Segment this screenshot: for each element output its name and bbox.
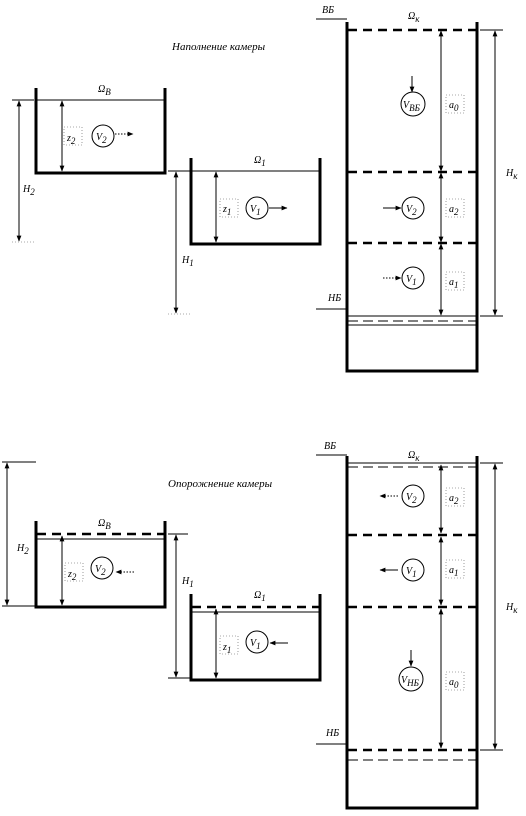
z1-label-box	[219, 198, 239, 218]
a2-label-box	[445, 487, 465, 507]
a0-label: a0	[449, 677, 459, 690]
v1-lock-label: V1	[406, 274, 417, 287]
v2-lock-volume-circle	[401, 484, 425, 508]
a1-label: a1	[449, 277, 459, 290]
filling-upper-chamber: ΩВ z2 V2 H2	[12, 84, 167, 243]
omega-label: ΩВ	[98, 84, 111, 97]
h1-label: H1	[181, 255, 194, 268]
v1-lock-label: V1	[406, 566, 417, 579]
lower-chamber-walls	[189, 158, 322, 246]
v2-label: V2	[95, 564, 106, 577]
upper-chamber-walls	[34, 88, 167, 175]
h2-label: H2	[16, 543, 29, 556]
lower-pool-label: НБ	[327, 293, 341, 304]
a2-label: a2	[449, 493, 459, 506]
upper-pool-label: ВБ	[322, 5, 334, 16]
h2-label: H2	[22, 184, 35, 197]
v2-lock-label: V2	[406, 204, 417, 217]
z1-label: z1	[222, 204, 231, 217]
a0-label-box	[445, 94, 465, 114]
a0-label: a0	[449, 100, 459, 113]
a2-label: a2	[449, 204, 459, 217]
hk-label: Hк	[505, 602, 518, 615]
a1-label-box	[445, 559, 465, 579]
filling-section: Наполнение камеры ΩВ z2 V2 H2 Ω1 z1	[12, 5, 518, 373]
hk-label: Hк	[505, 168, 518, 181]
a0-label-box	[445, 671, 465, 691]
a1-label-box	[445, 271, 465, 291]
filling-lower-chamber: Ω1 z1 V1 H1	[168, 155, 322, 315]
lock-chamber-walls	[345, 22, 479, 373]
vnb-volume-circle	[398, 666, 424, 692]
v2-volume-circle	[91, 124, 115, 148]
vvb-volume-circle	[400, 91, 426, 117]
v1-volume-circle	[245, 630, 269, 654]
z2-label: z2	[67, 569, 77, 582]
h1-label: H1	[181, 576, 194, 589]
emptying-title: Опорожнение камеры	[168, 478, 273, 490]
z2-label: z2	[66, 133, 76, 146]
v1-volume-circle	[245, 196, 269, 220]
upper-pool-label: ВБ	[324, 441, 336, 452]
a1-label: a1	[449, 565, 459, 578]
lock-chamber-walls	[345, 456, 479, 810]
omega-label: Ω1	[254, 590, 266, 603]
vvb-label: VВБ	[403, 100, 421, 113]
z2-label-box	[64, 562, 84, 582]
upper-chamber-walls	[34, 521, 167, 609]
v1-lock-volume-circle	[401, 266, 425, 290]
z2-label-box	[63, 126, 83, 146]
lower-chamber-walls	[189, 594, 322, 682]
v2-volume-circle	[90, 556, 114, 580]
omega-k-label: Ωк	[408, 11, 420, 24]
a2-label-box	[445, 198, 465, 218]
v2-lock-label: V2	[406, 492, 417, 505]
v1-label: V1	[250, 638, 261, 651]
v1-label: V1	[250, 204, 261, 217]
z1-label: z1	[222, 642, 231, 655]
omega-label: Ω1	[254, 155, 266, 168]
v1-lock-volume-circle	[401, 558, 425, 582]
omega-label: ΩВ	[98, 518, 111, 531]
omega-k-label: Ωк	[408, 450, 420, 463]
filling-lock-chamber: ВБ Ωк НБ a0 a2 a1 VВБ V2	[316, 5, 518, 373]
lower-pool-label: НБ	[325, 728, 339, 739]
v2-label: V2	[96, 132, 107, 145]
emptying-upper-chamber: ΩВ z2 V2 H2	[2, 461, 167, 609]
vnb-label: VНБ	[401, 675, 420, 688]
v2-lock-volume-circle	[401, 196, 425, 220]
emptying-lock-chamber: ВБ Ωк НБ a2 a1 a0 V2 V1	[316, 441, 518, 810]
emptying-lower-chamber: Ω1 z1 V1 H1	[168, 533, 322, 682]
z1-label-box	[219, 635, 239, 655]
emptying-section: Опорожнение камеры ΩВ z2 V2 H2 Ω1	[2, 441, 518, 810]
filling-title: Наполнение камеры	[171, 41, 266, 53]
